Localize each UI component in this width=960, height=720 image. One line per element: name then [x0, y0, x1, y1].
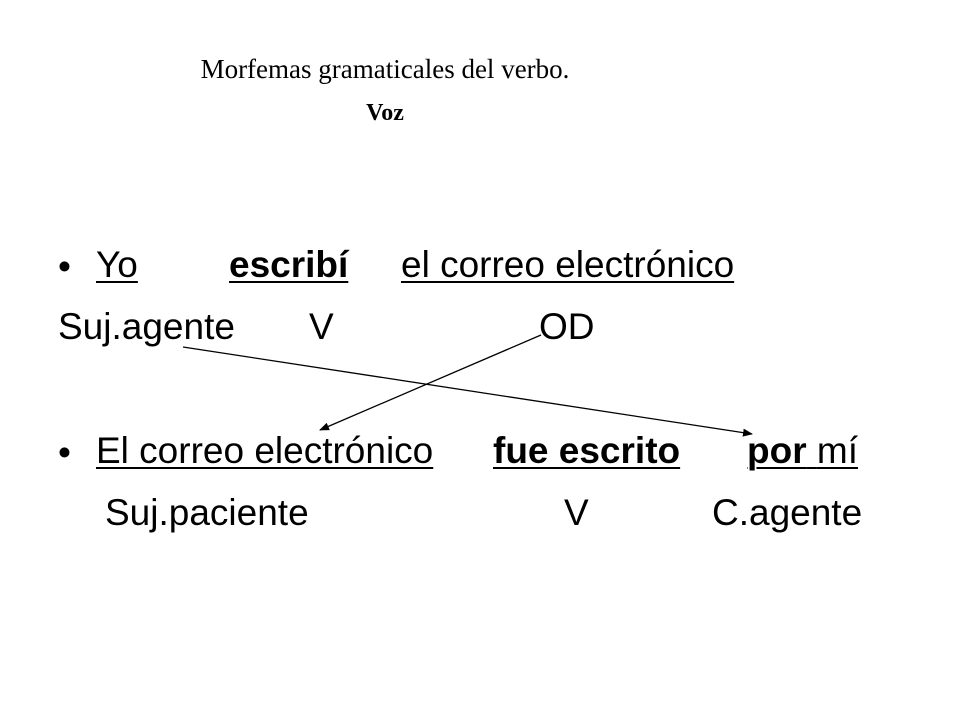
slide-title: Morfemas gramaticales del verbo.: [200, 54, 570, 84]
s1-subject: Yo: [96, 244, 138, 285]
s1-label-subject: Suj.agente: [58, 306, 235, 347]
s1-verb: escribí: [229, 244, 349, 285]
s2-agent: por mí: [747, 432, 858, 469]
bullet-2: •: [58, 432, 71, 473]
s2-agent-word: mí: [816, 430, 858, 471]
arrow-agent-to-c-agente: [182, 346, 753, 437]
bullet-1: •: [58, 246, 71, 287]
s1-label-verb: V: [309, 306, 334, 347]
s2-verb: fue escrito: [493, 430, 681, 471]
s2-label-agent: C.agente: [712, 492, 863, 533]
slide-subtitle: Voz: [366, 100, 404, 126]
s2-label-verb: V: [564, 492, 589, 533]
s2-label-subject: Suj.paciente: [105, 492, 309, 533]
arrow-od-to-suj-paciente: [319, 334, 542, 431]
s2-subject: El correo electrónico: [96, 430, 434, 471]
s1-object: el correo electrónico: [401, 244, 735, 285]
s1-label-object: OD: [539, 306, 595, 347]
s2-agent-prep: por: [747, 430, 807, 471]
